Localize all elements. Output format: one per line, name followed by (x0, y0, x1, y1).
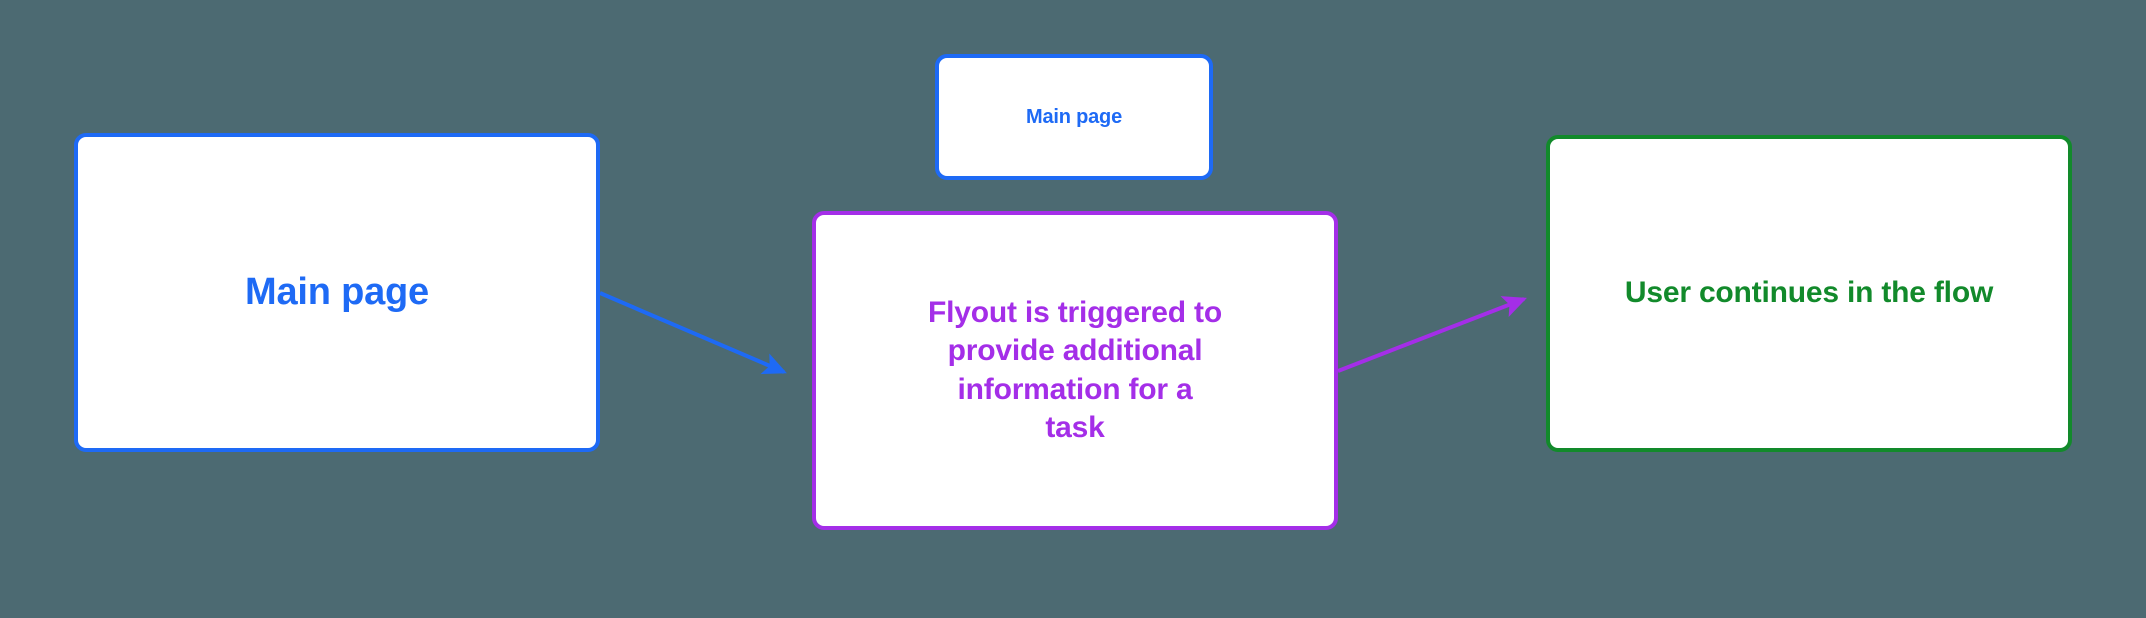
connector-main-page-to-flyout (599, 291, 787, 375)
node-main-page-label: Main page (244, 271, 429, 314)
connector-flyout-to-user-continues (1337, 296, 1527, 373)
node-main-page-small-label: Main page (1026, 105, 1122, 128)
node-user-continues[interactable]: User continues in the flow (1546, 135, 2072, 452)
node-flyout[interactable]: Flyout is triggered to provide additiona… (812, 211, 1338, 530)
node-main-page-small[interactable]: Main page (935, 54, 1213, 180)
node-main-page[interactable]: Main page (74, 133, 600, 452)
node-user-continues-label: User continues in the flow (1624, 276, 1994, 310)
node-flyout-label: Flyout is triggered to provide additiona… (928, 295, 1222, 444)
